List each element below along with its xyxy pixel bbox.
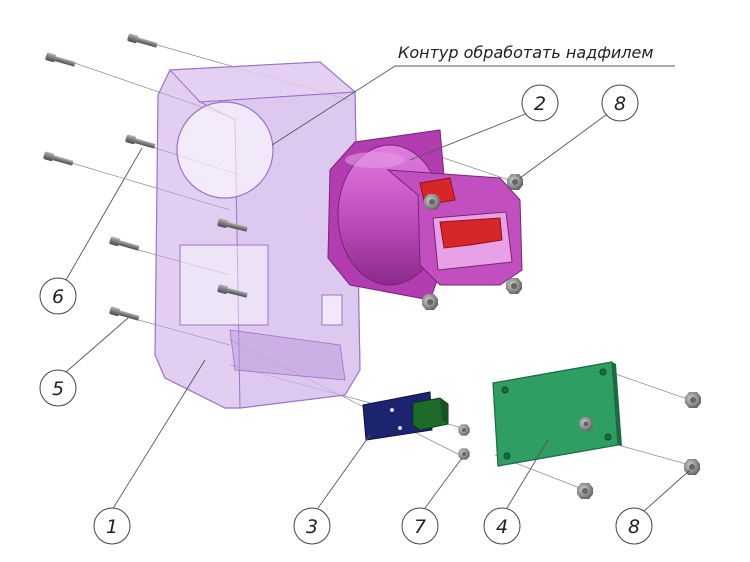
board-part-3 xyxy=(362,391,449,441)
housing-part-1 xyxy=(154,61,361,409)
callout-5: 5 xyxy=(39,369,77,407)
callout-6: 6 xyxy=(39,277,77,315)
callout-2-label: 2 xyxy=(534,93,546,115)
callout-6-label: 6 xyxy=(52,286,64,308)
callout-leaders xyxy=(65,111,691,513)
callout-8-top: 8 xyxy=(601,84,639,122)
screws-part-7 xyxy=(458,424,470,460)
callout-8-bottom-label: 8 xyxy=(628,516,640,538)
callout-8-bottom: 8 xyxy=(615,507,653,545)
callout-4-label: 4 xyxy=(496,516,508,538)
callout-1-label: 1 xyxy=(106,516,118,538)
callout-2: 2 xyxy=(521,84,559,122)
adapter-part-2 xyxy=(327,129,523,301)
callout-1: 1 xyxy=(93,507,131,545)
callout-4: 4 xyxy=(483,507,521,545)
callout-3: 3 xyxy=(293,507,331,545)
callout-3-label: 3 xyxy=(306,516,318,538)
callout-5-label: 5 xyxy=(52,378,64,400)
note-annotation: Контур обработать надфилем xyxy=(271,43,675,146)
pcb-part-4 xyxy=(492,361,622,467)
callout-8-top-label: 8 xyxy=(614,93,626,115)
callout-7: 7 xyxy=(401,507,439,545)
callout-7-label: 7 xyxy=(414,516,426,538)
note-text: Контур обработать надфилем xyxy=(398,43,653,62)
